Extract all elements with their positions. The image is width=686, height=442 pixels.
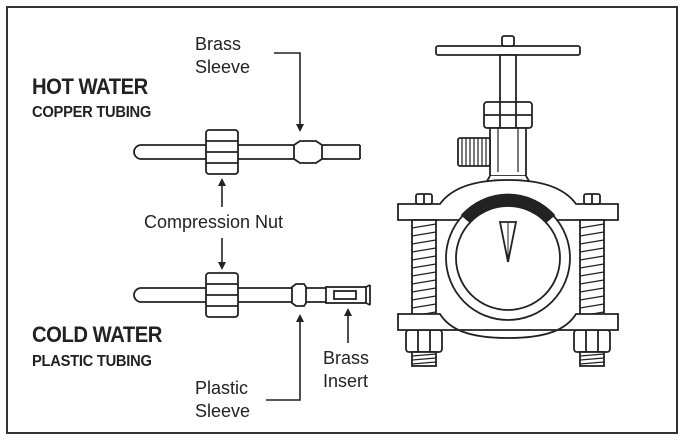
clamp-bolt-right <box>573 219 611 367</box>
brass-insert-shape <box>325 284 371 306</box>
saddle-valve <box>397 35 619 367</box>
brass-insert-label: Brass Insert <box>323 347 369 393</box>
brass-sleeve-label-line2: Sleeve <box>195 57 251 77</box>
hot-water-heading: HOT WATER <box>32 74 148 99</box>
pipe-cross-section <box>445 193 571 321</box>
brass-sleeve-label: Brass Sleeve <box>195 33 250 79</box>
copper-tubing-subheading: COPPER TUBING <box>32 104 152 121</box>
callout-arrows <box>218 52 352 401</box>
compression-nut-hot <box>205 129 239 175</box>
brass-sleeve-label-line1: Brass <box>195 34 242 54</box>
brass-insert-label-line1: Brass <box>323 348 370 368</box>
t-handle <box>435 35 581 104</box>
plastic-sleeve-shape <box>291 283 307 307</box>
plastic-sleeve-label: Plastic Sleeve <box>195 377 250 423</box>
plastic-tube-assembly <box>133 272 371 318</box>
plastic-sleeve-label-line1: Plastic <box>195 378 249 398</box>
cold-water-heading: COLD WATER <box>32 322 162 347</box>
compression-nut-label: Compression Nut <box>144 212 284 232</box>
plastic-tubing-subheading: PLASTIC TUBING <box>32 353 152 370</box>
clamp-bolt-left <box>405 219 443 367</box>
brass-sleeve-shape <box>293 140 323 164</box>
copper-tube-assembly <box>133 129 361 175</box>
brass-insert-label-line2: Insert <box>323 371 369 391</box>
packing-nut <box>483 101 533 129</box>
plastic-sleeve-label-line2: Sleeve <box>195 401 251 421</box>
threaded-outlet <box>457 137 491 167</box>
compression-nut-cold <box>205 272 239 318</box>
